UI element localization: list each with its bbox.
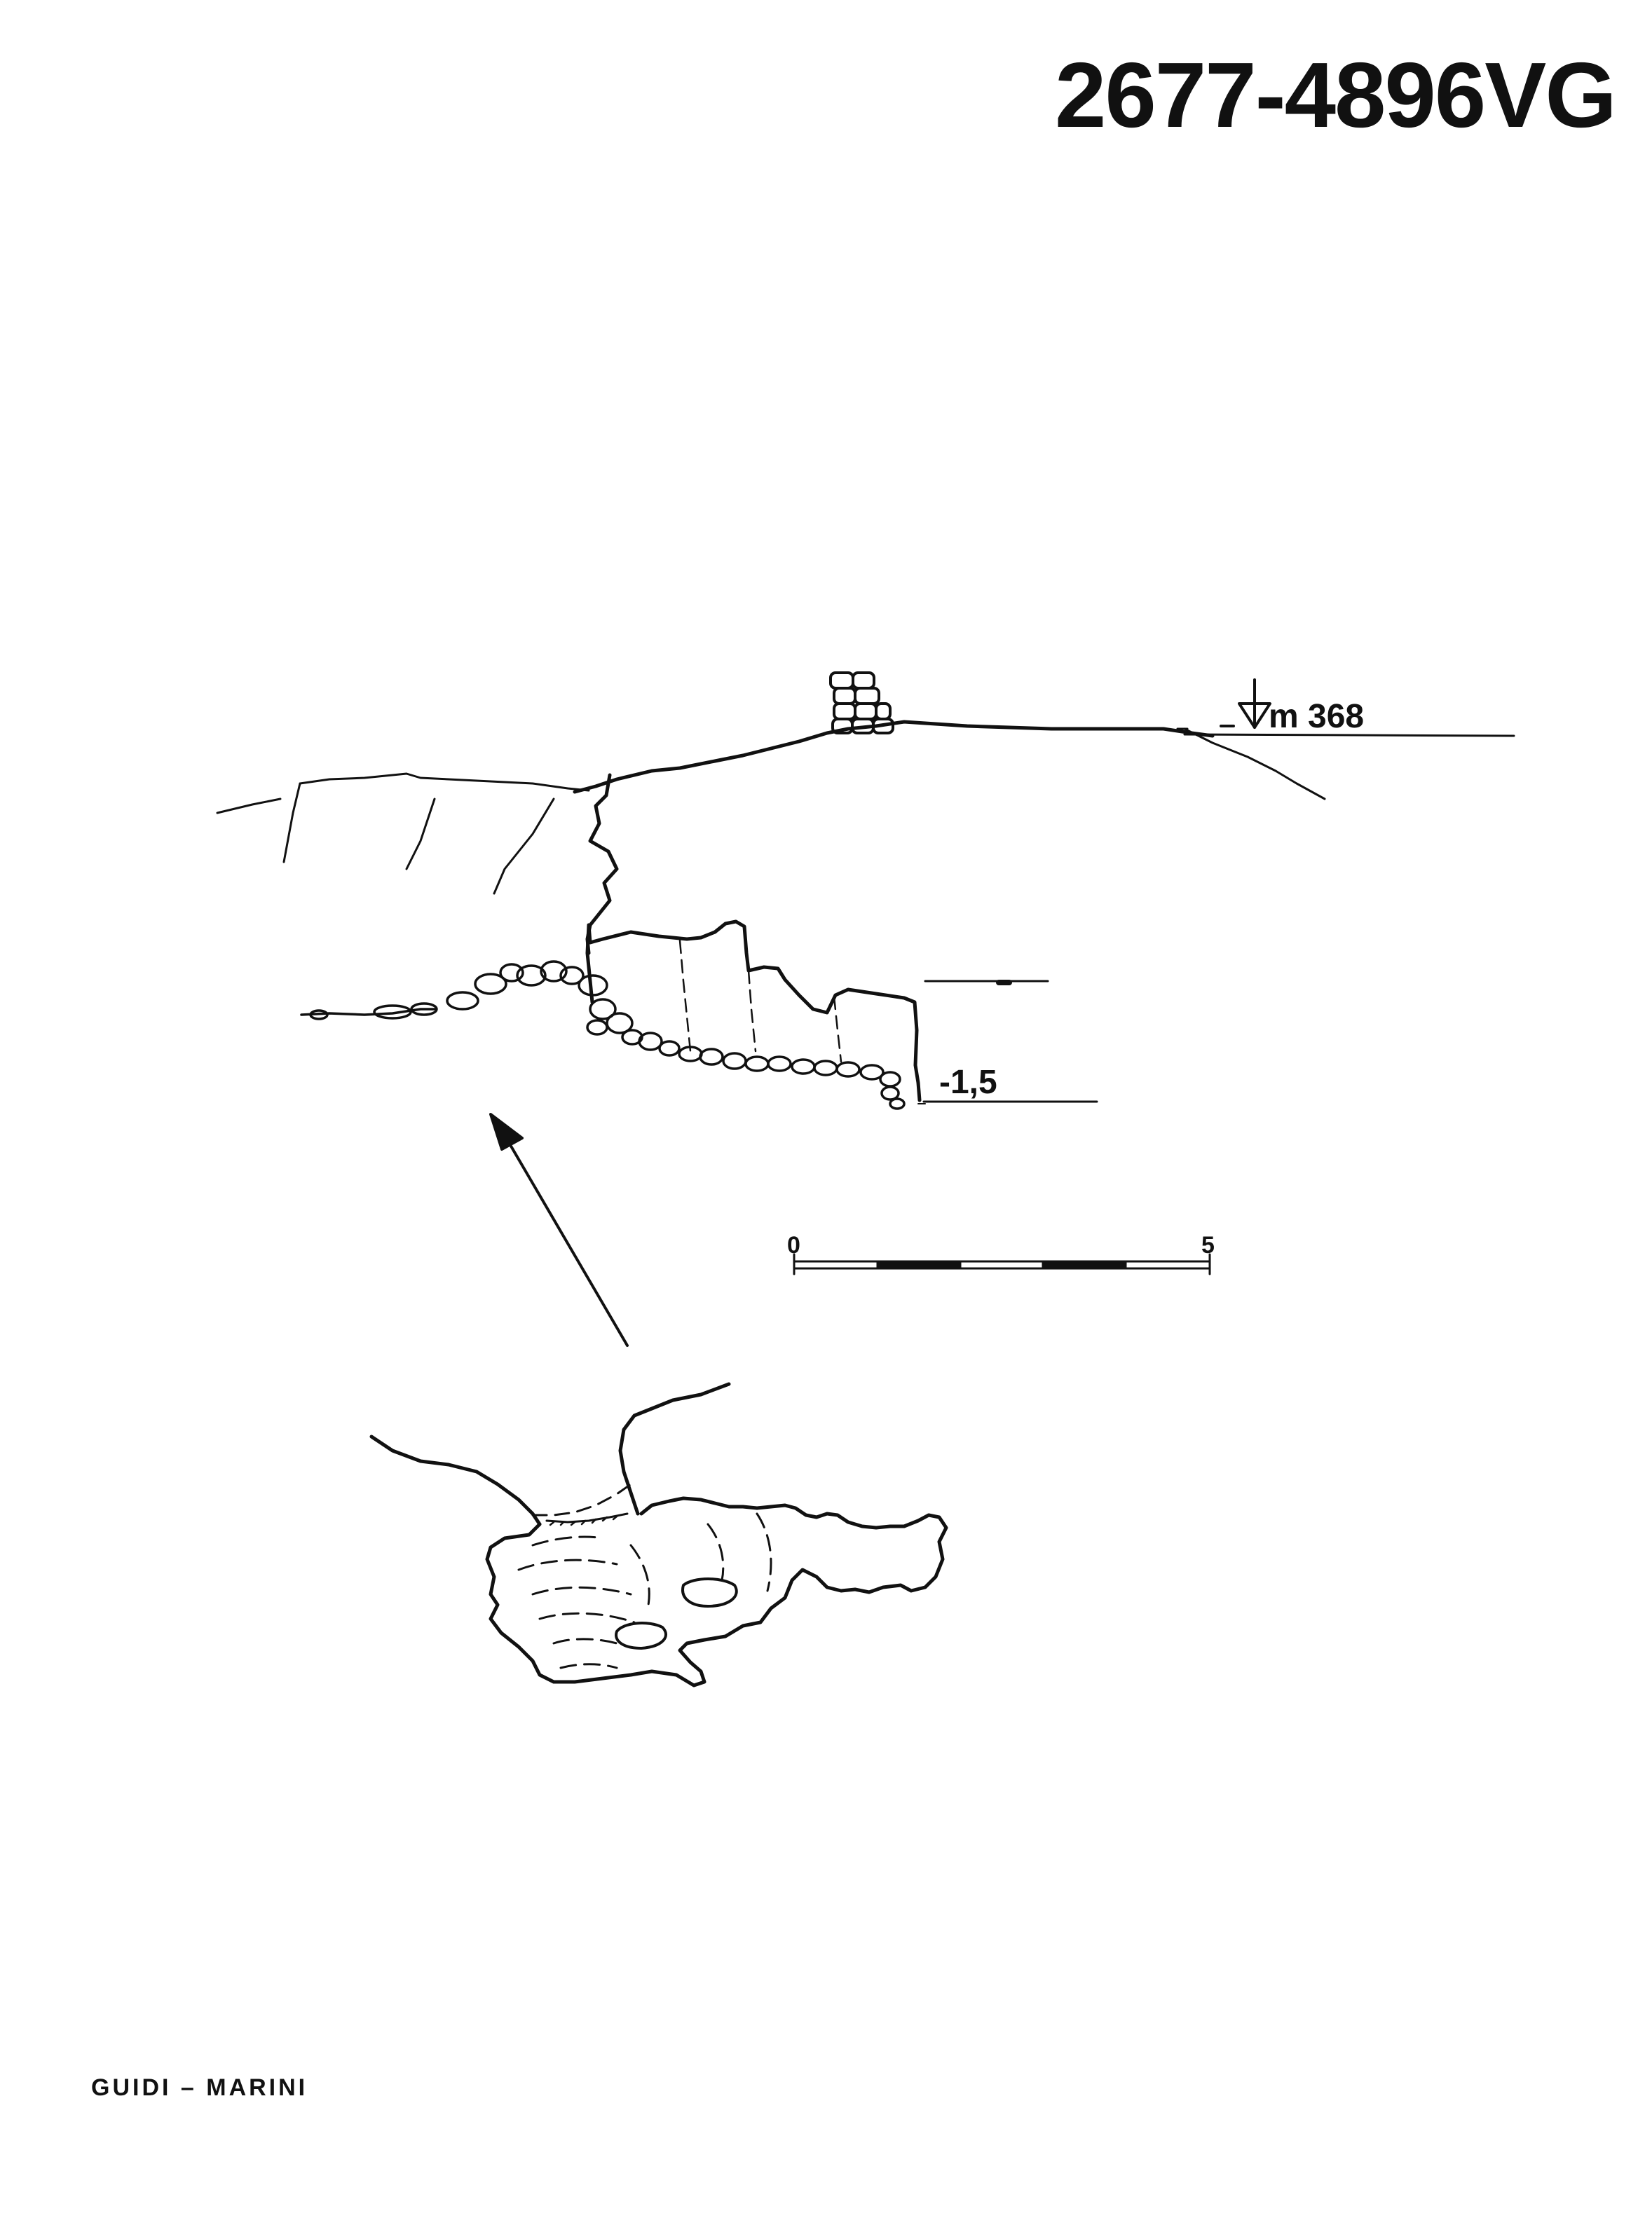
cave-strata-lines [678, 939, 842, 1063]
cave-registry-number: 2677-4896VG [1055, 43, 1617, 146]
left-outcrop [216, 772, 590, 895]
entrance-marker-icon [1220, 678, 1271, 729]
orientation-arrow-icon [489, 1113, 629, 1347]
survey-authors: GUIDI – MARINI [91, 2074, 308, 2101]
entrance-elevation-label: m 368 [1269, 698, 1364, 735]
depth-label: -1,5 [939, 1064, 997, 1101]
cave-plan-view [369, 1382, 948, 1688]
datum-lines [917, 727, 1515, 1104]
scale-end-label: 5 [1201, 1232, 1215, 1259]
stone-cairn [829, 671, 894, 734]
surface-profile [573, 720, 1326, 800]
cliff-face [585, 773, 619, 955]
cave-section-outline [585, 919, 922, 1102]
scale-bar [793, 1253, 1211, 1275]
scale-start-label: 0 [787, 1232, 800, 1259]
floor-boulders [300, 960, 906, 1110]
